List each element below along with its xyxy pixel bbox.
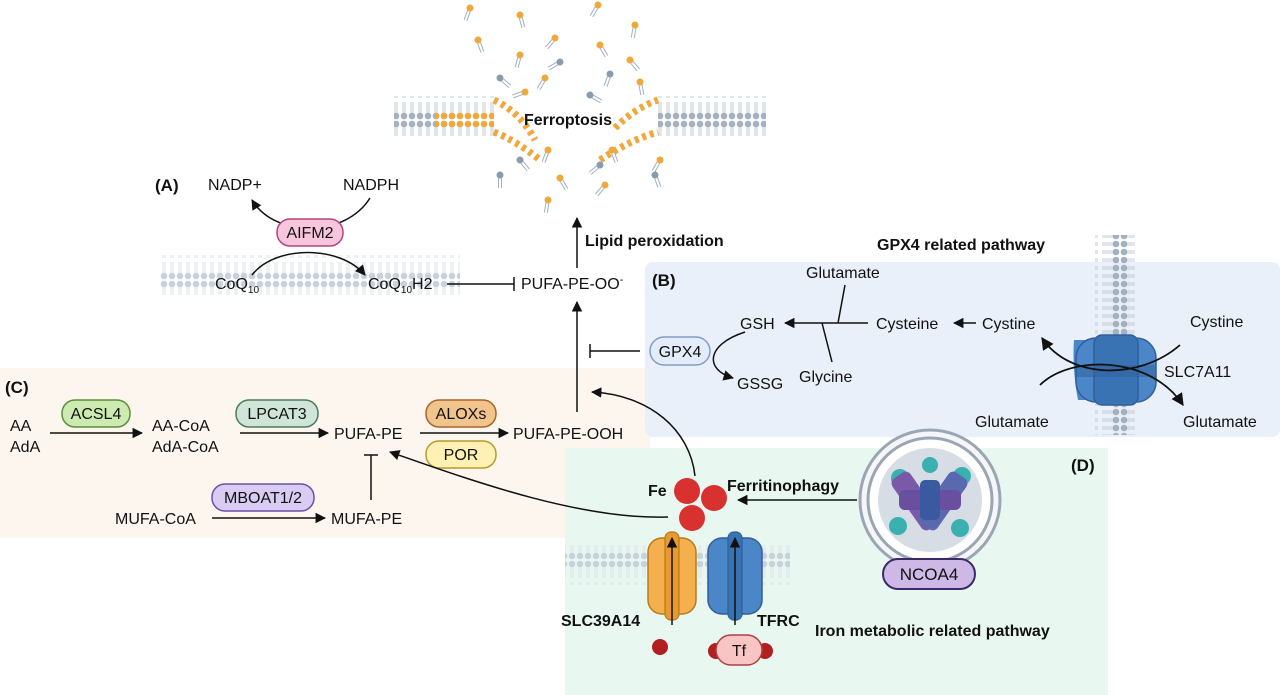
glutamate-export-arrow bbox=[1039, 363, 1184, 407]
glutamate-join-line bbox=[837, 284, 846, 324]
nadp-label: NADP+ bbox=[208, 177, 262, 194]
ncoa4-label: NCOA4 bbox=[900, 565, 959, 584]
slc39a14-label: SLC39A14 bbox=[561, 613, 640, 630]
scattered-lipids bbox=[463, 1, 664, 214]
lpcat3-label: LPCAT3 bbox=[247, 406, 306, 423]
ferroptosis-label: Ferroptosis bbox=[524, 112, 612, 129]
lipid-peroxidation-label: Lipid peroxidation bbox=[585, 233, 724, 250]
fe-ion-3 bbox=[679, 505, 705, 531]
acsl4-label: ACSL4 bbox=[71, 406, 122, 423]
panel-a-letter: (A) bbox=[155, 176, 179, 195]
cysteine-label: Cysteine bbox=[876, 316, 938, 333]
gsh-to-gssg-arrow bbox=[712, 331, 746, 381]
glycine-label: Glycine bbox=[799, 369, 852, 386]
panel-b-letter: (B) bbox=[652, 271, 676, 290]
aloxs-enzyme bbox=[425, 399, 497, 428]
cystine-inside-label: Cystine bbox=[982, 316, 1035, 333]
gpx4-pathway-title: GPX4 related pathway bbox=[877, 237, 1045, 254]
por-enzyme bbox=[425, 440, 497, 469]
panel-a-membrane bbox=[160, 255, 460, 295]
ferritinophagy-label: Ferritinophagy bbox=[727, 478, 839, 495]
mufa-pe-label: MUFA-PE bbox=[331, 511, 402, 528]
glycine-join-line bbox=[821, 322, 833, 363]
ada-label: AdA bbox=[10, 439, 41, 456]
iron-pathway-title: Iron metabolic related pathway bbox=[815, 623, 1050, 640]
glutamate-top-label: Glutamate bbox=[806, 265, 880, 282]
lpcat3-enzyme bbox=[235, 399, 319, 428]
coq10h2-label: CoQ10H2 bbox=[368, 276, 433, 296]
mboat-label: MBOAT1/2 bbox=[224, 490, 302, 507]
fe-to-pufape-arrow bbox=[389, 450, 669, 518]
glutamate-outside-label: Glutamate bbox=[1183, 414, 1257, 431]
panel-c-background bbox=[0, 368, 650, 538]
panel-b-background bbox=[645, 262, 1280, 437]
panel-c-letter: (C) bbox=[5, 378, 29, 397]
fe-ion-1 bbox=[674, 478, 700, 504]
aloxs-label: ALOXs bbox=[436, 406, 487, 423]
gssg-label: GSSG bbox=[737, 376, 783, 393]
aifm2-label: AIFM2 bbox=[286, 225, 333, 242]
cystine-import-arrow bbox=[1041, 336, 1181, 372]
mboat-enzyme bbox=[211, 483, 315, 512]
glutamate-inside-label: Glutamate bbox=[975, 414, 1049, 431]
por-label: POR bbox=[444, 447, 479, 464]
nadph-label: NADPH bbox=[343, 177, 399, 194]
gpx4-label: GPX4 bbox=[659, 344, 702, 361]
acsl4-enzyme bbox=[61, 399, 131, 428]
ada-coa-label: AdA-CoA bbox=[152, 439, 219, 456]
fe-ion-2 bbox=[701, 485, 727, 511]
aifm2-enzyme bbox=[276, 218, 344, 247]
aa-coa-label: AA-CoA bbox=[152, 418, 210, 435]
tf-protein bbox=[715, 634, 763, 666]
iron-ion-outside bbox=[652, 639, 668, 655]
ferritin-autophagosome bbox=[858, 428, 1002, 572]
tf-label: Tf bbox=[732, 643, 747, 660]
slc7a11-label: SLC7A11 bbox=[1164, 364, 1231, 381]
coq10-label: CoQ10 bbox=[215, 276, 259, 296]
pufa-pe-oo-label: PUFA-PE-OO- bbox=[521, 274, 624, 293]
ferroptosis-membrane bbox=[394, 96, 766, 163]
cystine-outside-label: Cystine bbox=[1190, 314, 1243, 331]
ncoa4-protein bbox=[882, 558, 976, 590]
gsh-label: GSH bbox=[740, 316, 775, 333]
panel-d-letter: (D) bbox=[1071, 456, 1095, 475]
fe-label: Fe bbox=[648, 483, 667, 500]
pufa-pe-ooh-label: PUFA-PE-OOH bbox=[513, 426, 623, 443]
aa-label: AA bbox=[10, 418, 32, 435]
coq-reduction-arrow bbox=[251, 251, 366, 276]
mufa-coa-label: MUFA-CoA bbox=[115, 511, 196, 528]
tfrc-label: TFRC bbox=[757, 613, 800, 630]
fe-to-ooh-arrow bbox=[590, 387, 696, 477]
gpx4-enzyme bbox=[649, 336, 711, 366]
pufa-pe-label: PUFA-PE bbox=[334, 426, 402, 443]
